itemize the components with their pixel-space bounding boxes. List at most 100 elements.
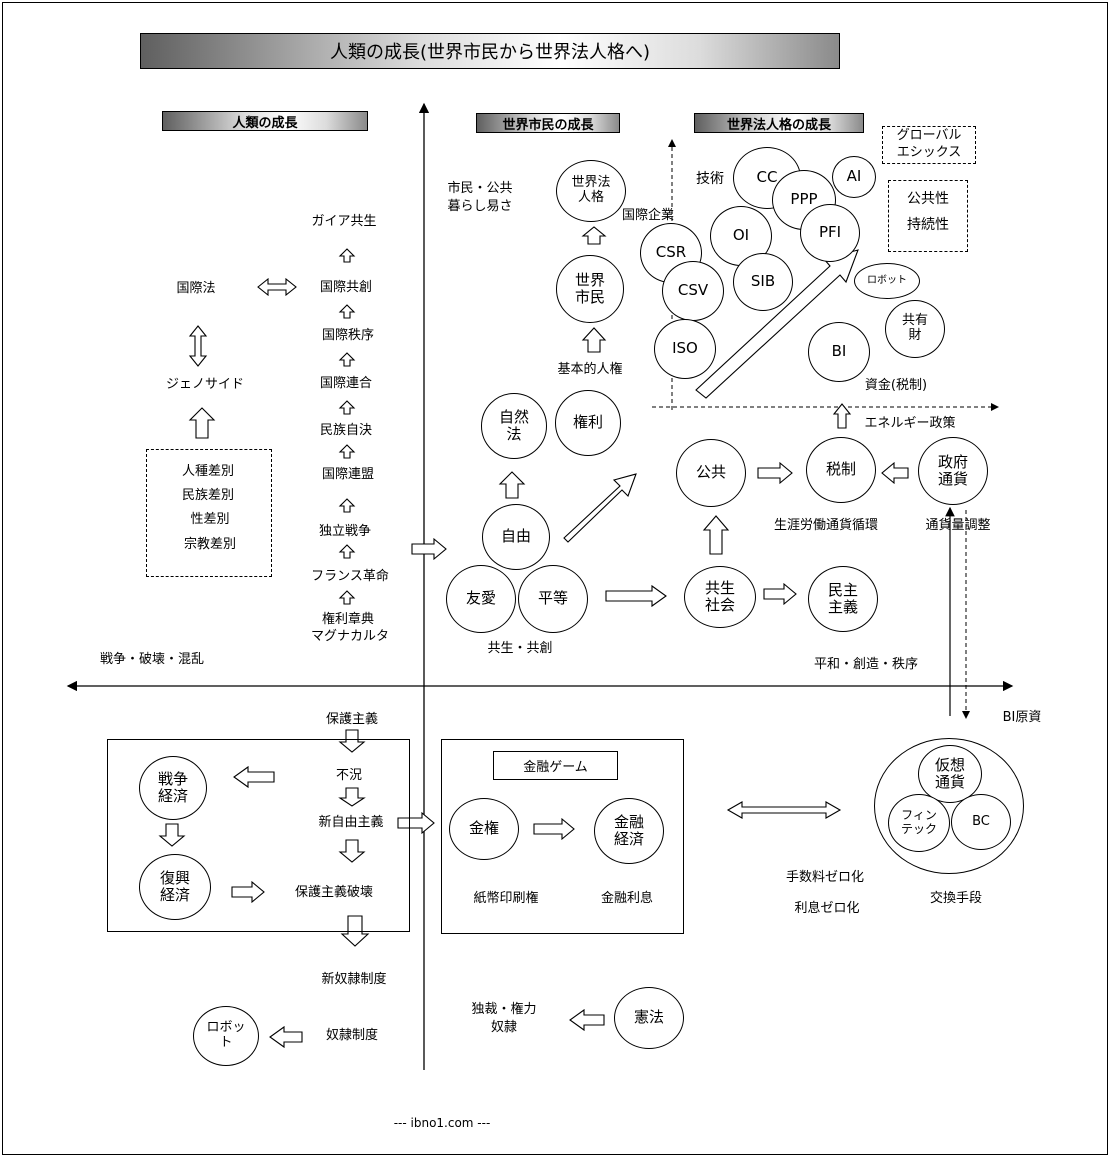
government-currency-circle: 政府 通貨 — [918, 437, 988, 505]
international-company-label: 国際企業 — [621, 208, 675, 223]
genocide: ジェノサイド — [165, 377, 245, 392]
tax-circle: 税制 — [806, 437, 876, 503]
csv-circle: CSV — [662, 261, 724, 321]
iso-circle: ISO — [654, 319, 716, 379]
world-citizen-circle: 世界 市民 — [556, 255, 624, 323]
right-arrow — [397, 811, 435, 835]
ladder-arrow — [338, 352, 356, 367]
ladder-arrow — [338, 544, 356, 559]
page-title: 人類の成長(世界市民から世界法人格へ) — [140, 33, 840, 69]
bi-circle: BI — [808, 322, 870, 382]
down-arrow — [338, 787, 366, 807]
energy-policy-label: エネルギー政策 — [864, 416, 956, 431]
international-law: 国際法 — [176, 281, 216, 296]
democracy-circle: 民主 主義 — [808, 566, 878, 632]
ladder-item: ガイア共生 — [311, 214, 377, 229]
section-header-legal: 世界法人格の成長 — [694, 113, 864, 133]
up-arrow — [832, 403, 852, 429]
money-supply-label: 通貨量調整 — [925, 518, 991, 533]
section-header-humanity: 人類の成長 — [162, 111, 368, 131]
discrimination-item: 性差別 — [190, 512, 230, 527]
ladder-arrow — [338, 498, 356, 513]
left-arrow — [269, 1025, 303, 1049]
ladder-arrow — [338, 248, 356, 263]
ladder-item: 民族自決 — [319, 423, 373, 438]
exchange-means-label: 交換手段 — [929, 891, 983, 906]
right-arrow — [231, 880, 265, 904]
equality-circle: 平等 — [518, 565, 588, 633]
left-arrow — [233, 765, 275, 789]
big-diagonal-arrow — [695, 249, 859, 399]
shared-assets-circle: 共有 財 — [885, 300, 945, 358]
citizen-public-label: 市民・公共 — [447, 181, 513, 196]
up-arrow — [498, 471, 526, 499]
left-arrow — [569, 1008, 605, 1032]
technology-label: 技術 — [696, 171, 724, 187]
right-arrow — [605, 584, 667, 608]
discrimination-item: 民族差別 — [181, 488, 235, 503]
down-arrow — [338, 729, 366, 753]
right-arrow — [763, 582, 797, 606]
ladder-item: 国際連盟 — [321, 467, 375, 482]
ladder-arrow — [338, 400, 356, 415]
zero-fee-label: 手数料ゼロ化 — [785, 870, 865, 885]
ladder-item: 国際共創 — [319, 280, 373, 295]
world-legal-person-circle: 世界法 人格 — [556, 160, 626, 222]
diagonal-arrow — [563, 473, 637, 543]
public-circle: 公共 — [676, 439, 746, 507]
natural-law-circle: 自然 法 — [481, 393, 547, 459]
double-arrow-h — [257, 277, 297, 297]
money-power-circle: 金権 — [449, 798, 519, 860]
bottom-left-box — [107, 739, 410, 932]
virtual-currency-circle: 仮想 通貨 — [918, 745, 982, 803]
freedom-circle: 自由 — [482, 504, 550, 570]
symbiotic-society-circle: 共生 社会 — [684, 566, 756, 628]
discrimination-item: 宗教差別 — [183, 537, 237, 552]
bill-of-rights: 権利章典 — [321, 612, 375, 627]
footer-source: --- ibno1.com --- — [393, 1116, 491, 1130]
dictatorship-label: 独裁・権力 — [471, 1002, 537, 1017]
robot-circle: ロボット — [854, 263, 920, 299]
war-economy-circle: 戦争 経済 — [139, 756, 207, 820]
recession-label: 不況 — [335, 768, 363, 783]
zero-interest-label: 利息ゼロ化 — [794, 901, 860, 916]
right-arrow — [411, 537, 447, 561]
up-arrow — [581, 226, 607, 245]
discrimination-item: 人種差別 — [181, 464, 235, 479]
ladder-arrow — [338, 304, 356, 319]
global-ethics-box: グローバル エシックス — [882, 126, 976, 164]
fraternity-circle: 友愛 — [446, 565, 516, 633]
ai-circle: AI — [832, 156, 876, 198]
public-sustainability-box: 公共性 持続性 — [888, 180, 968, 252]
down-arrow — [158, 823, 186, 847]
recovery-economy-circle: 復興 経済 — [139, 854, 211, 920]
rights-circle: 権利 — [555, 390, 621, 456]
printing-right-label: 紙幣印刷権 — [473, 891, 539, 906]
financial-interest-label: 金融利息 — [600, 891, 654, 906]
up-arrow — [702, 515, 730, 555]
financial-economy-circle: 金融 経済 — [594, 798, 664, 864]
section-header-citizen: 世界市民の成長 — [476, 113, 620, 133]
financial-game-label-box: 金融ゲーム — [493, 751, 618, 780]
sib-circle: SIB — [733, 253, 793, 311]
ladder-item: 国際秩序 — [321, 328, 375, 343]
protectionism-break-label: 保護主義破壊 — [294, 885, 374, 900]
ladder-arrow — [338, 590, 356, 605]
double-arrow-h — [726, 801, 842, 819]
constitution-circle: 憲法 — [614, 987, 684, 1049]
fintech-circle: フィン テック — [888, 794, 950, 852]
discrimination-box — [146, 449, 272, 577]
neoliberalism-label: 新自由主義 — [318, 815, 384, 830]
up-arrow — [581, 327, 607, 353]
livability-label: 暮らし易さ — [447, 199, 513, 214]
financial-box — [441, 739, 684, 934]
ladder-item: 国際連合 — [319, 376, 373, 391]
right-arrow — [757, 461, 793, 485]
peace-creation-order-label: 平和・創造・秩序 — [813, 657, 919, 672]
right-arrow — [533, 817, 575, 841]
new-slavery-label: 新奴隷制度 — [321, 972, 387, 987]
double-arrow-v — [188, 325, 208, 367]
war-destruction-label: 戦争・破壊・混乱 — [99, 652, 205, 667]
lifetime-labor-currency-label: 生涯労働通貨循環 — [773, 518, 879, 533]
